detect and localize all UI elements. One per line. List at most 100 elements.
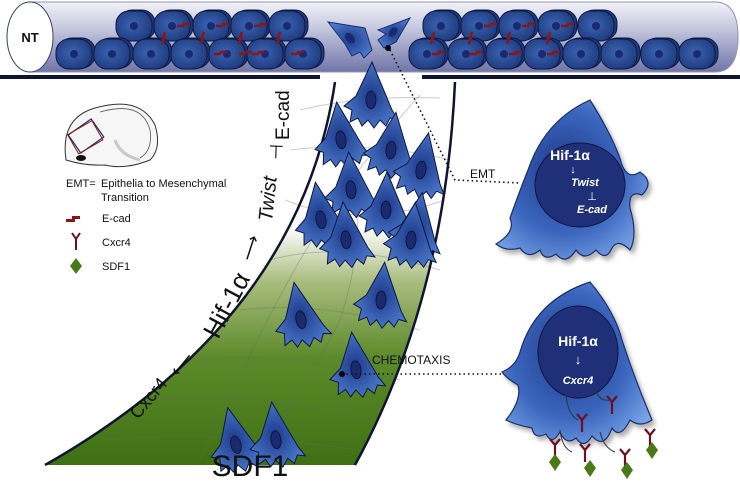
epithelial-cell [498,9,539,42]
ecad-junction [522,22,535,28]
cxcr4-receptor [576,413,588,432]
neural-crest-cell [274,281,333,348]
curve-twist: Twist [255,174,282,223]
nucleus [462,50,470,58]
ecad-junction [160,31,167,45]
ecad-junction [505,31,512,45]
emt-cell-twist: Twist [571,177,600,189]
chemotaxis-cell-cxcr4: Cxcr4 [563,375,594,387]
legend-ecad-label: E-cad [102,213,131,225]
cxcr4-receptor [606,395,618,414]
chemotaxis-cell-hif1a: Hif-1α [558,333,598,349]
epithelial-cell [422,9,463,42]
nucleus [340,230,352,250]
neural-crest-cell [392,131,446,200]
translocation-arrow [594,389,611,401]
neural-crest-cell [358,170,415,239]
nucleus [415,160,427,180]
epithelial-cell [93,37,134,70]
callout-lines [342,49,521,375]
epithelial-cell [523,37,564,70]
nucleus [335,130,347,150]
nucleus [295,310,307,330]
epithelial-cell [408,37,449,70]
chemotaxis-callout-label: CHEMOTAXIS [372,353,450,367]
nucleus [380,200,392,220]
epithelial-cells [55,9,719,70]
ecad-junction [470,50,483,56]
nucleus [385,140,397,160]
nucleus [147,50,155,58]
nucleus [500,50,508,58]
ecad-junction [216,22,229,28]
nucleus [230,435,242,454]
nucleus [108,50,116,58]
nucleus [513,22,521,30]
nucleus [552,22,560,30]
nucleus [423,50,431,58]
emt-callout-label: EMT [470,167,496,181]
nucleus [693,50,701,58]
legend: EMT= Epithelia to Mesenchymal Transition… [64,103,226,274]
epithelial-cell [447,37,488,70]
emt-cell-hif1a: Hif-1α [550,147,590,163]
translocation-arrow [599,431,616,453]
nucleus [245,22,253,30]
nucleus [270,430,282,450]
ecad-junction [561,22,574,28]
neural-crest-cell [249,400,307,468]
neural-crest-cell [382,201,438,270]
nucleus [283,22,291,30]
translocation-arrow [559,429,573,453]
epithelial-cell [55,37,96,70]
neural-crest-cell [352,261,408,330]
nt-label: NT [21,30,38,45]
callout-anchor-dot [385,45,391,51]
ecad-junction [291,50,304,56]
nucleus [538,50,546,58]
ecad-junction [199,31,206,45]
sdf1-ligand [646,442,658,459]
ecad-junction [547,50,560,56]
epithelial-cell [192,9,233,42]
nucleus [70,50,78,58]
stream-right-border [353,81,457,466]
emt-abbrev: EMT= [66,178,96,190]
migration-stream [44,60,457,474]
epithelial-cell [562,37,603,70]
cxcr4-receptors [549,389,658,479]
nucleus [475,22,483,30]
epithelial-cell [170,37,211,70]
legend-cxcr4-label: Cxcr4 [102,237,131,249]
ecad-junction [275,31,282,45]
epithelial-cell [284,37,325,70]
epithelial-cell [577,9,618,42]
migrating-neural-crest-cells [210,60,446,474]
ecad-junction [509,50,522,56]
ecad-junction [239,50,252,56]
chemotaxis-nucleus: Hif-1α ↓ Cxcr4 [537,305,619,399]
nucleus [130,22,138,30]
cxcr4-receptor [579,443,591,462]
ecm-fiber [149,397,371,421]
nucleus [315,210,327,230]
neural-tube: NT [0,1,740,79]
emt-definition-line2: Transition [101,192,149,204]
nucleus [185,50,193,58]
epithelial-cell [153,9,194,42]
epithelial-cell [678,37,719,70]
nucleus [405,230,417,250]
ecad-junction [254,22,267,28]
nucleus [375,290,387,310]
nucleus [615,50,623,58]
epithelial-cell [460,9,501,42]
emt-nucleus: Hif-1α ↓ Twist ⊥ E-cad [534,142,626,228]
sdf1-diamond-icon [70,258,82,274]
tube-opening [6,1,54,73]
ecad-junction [177,22,190,28]
ecad-junction [467,31,474,45]
sdf1-ligand [621,462,633,479]
ecad-junction [252,50,265,56]
chemotaxis-anchor-dot [339,371,345,377]
